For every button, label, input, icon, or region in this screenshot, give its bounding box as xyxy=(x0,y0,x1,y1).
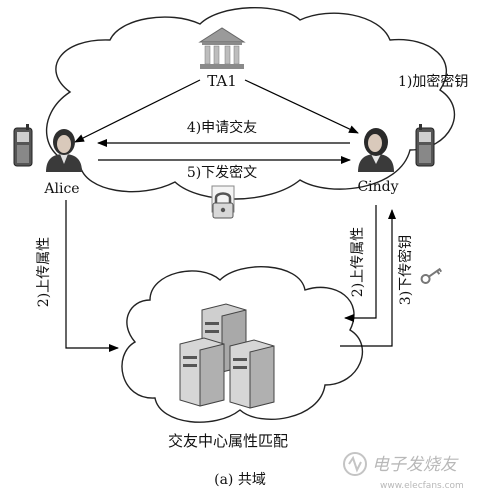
phone-icon xyxy=(415,124,435,167)
person-icon xyxy=(358,128,394,172)
server-icon xyxy=(179,303,275,409)
step4-label: 4)申请交友 xyxy=(187,119,257,136)
watermark-logo: 电子发烧友 www.elecfans.com xyxy=(343,452,464,491)
bank-icon xyxy=(198,27,246,69)
alice-label: Alice xyxy=(43,181,79,197)
cindy-label: Cindy xyxy=(357,179,398,195)
person-icon xyxy=(46,129,82,172)
arrow-ta1-alice xyxy=(74,79,201,143)
figure-caption: (a) 共域 xyxy=(214,472,266,488)
phone-icon xyxy=(13,124,33,167)
arrow-ta1-cindy xyxy=(244,79,359,134)
arrow-step2-cindy xyxy=(344,205,377,322)
step2-right-label: 2)上传属性 xyxy=(350,227,366,297)
arrow-step2-alice xyxy=(65,200,119,352)
step1-label: 1)加密密钥 xyxy=(398,73,468,90)
step5-label: 5)下发密文 xyxy=(187,164,257,181)
key-icon xyxy=(420,267,443,284)
watermark-brand: 电子发烧友 xyxy=(372,455,459,475)
center-label: 交友中心属性匹配 xyxy=(168,432,288,450)
step3-label: 3)下传密钥 xyxy=(397,235,414,305)
arrow-step3 xyxy=(340,209,396,347)
step2-label: 2)上传属性 xyxy=(36,237,52,307)
watermark-url: www.elecfans.com xyxy=(380,481,464,491)
ta1-label: TA1 xyxy=(207,72,237,90)
lock-icon xyxy=(211,185,235,219)
top-cloud xyxy=(46,6,456,200)
